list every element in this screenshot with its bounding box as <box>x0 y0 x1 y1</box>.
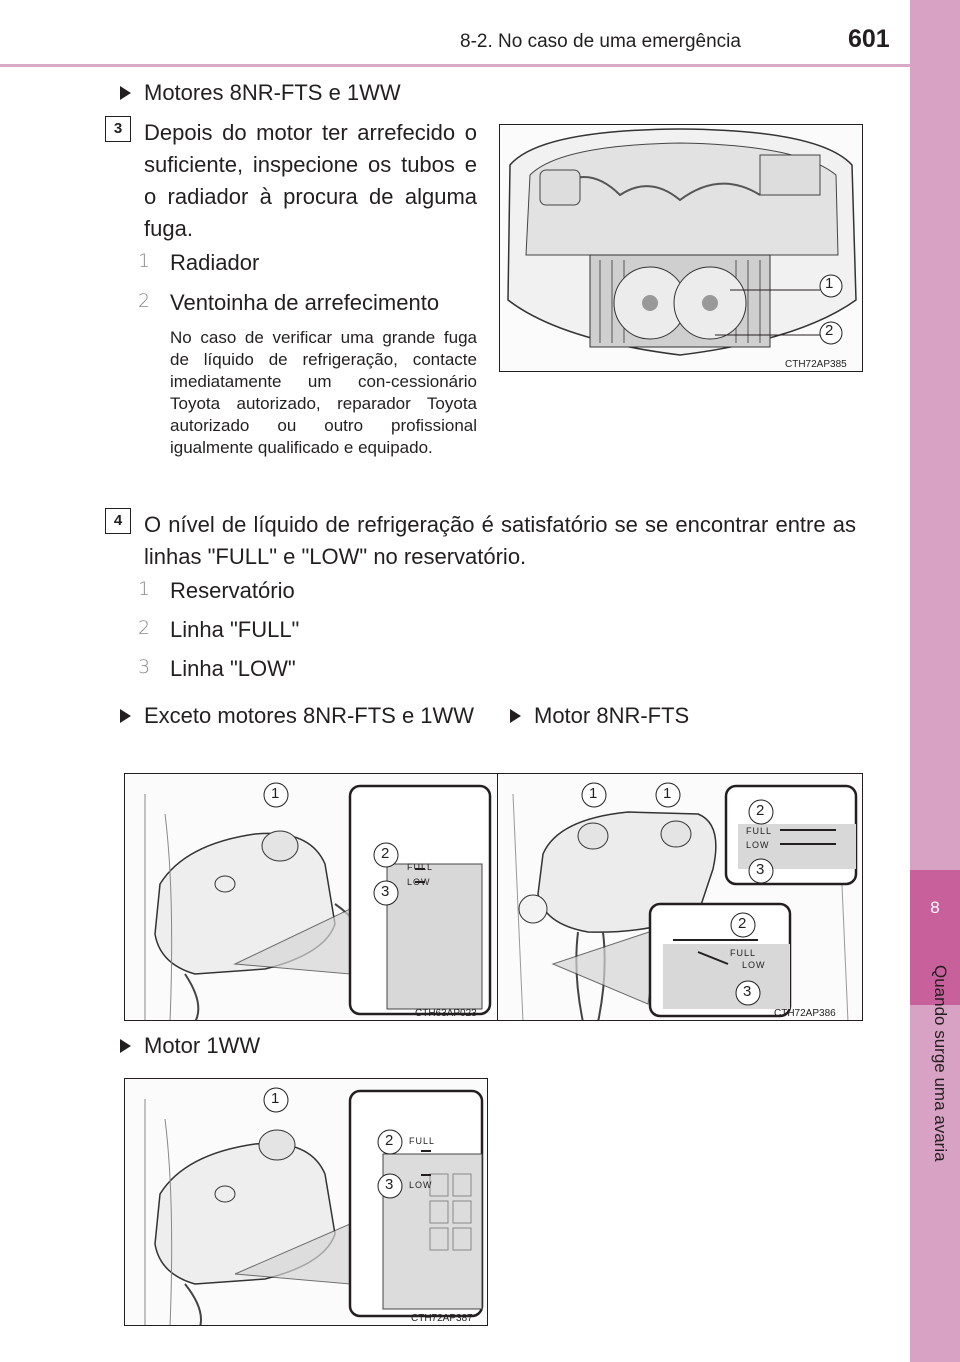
low-marking: LOW <box>742 960 766 970</box>
callout-3: 3 <box>385 1176 394 1193</box>
arrow-bullet-icon <box>510 709 521 723</box>
full-marking: FULL <box>730 948 757 958</box>
callout-2: 2 <box>756 802 765 819</box>
full-marking: FULL <box>746 826 773 836</box>
callout-2: 2 <box>381 845 390 862</box>
arrow-bullet-icon <box>120 1039 131 1053</box>
step3-text: Depois do motor ter arrefecido o suficie… <box>144 120 477 241</box>
figure-code: CTH72AP385 <box>785 359 847 370</box>
item-label-fan: Ventoinha de arrefecimento <box>170 290 440 315</box>
step-badge-4: 4 <box>105 508 131 534</box>
arrow-bullet-icon <box>120 86 131 100</box>
full-marking: FULL <box>409 1136 436 1146</box>
callout-2: 2 <box>738 915 747 932</box>
variant-title-other: Exceto motores 8NR-FTS e 1WW <box>144 703 475 728</box>
low-marking: LOW <box>409 1180 433 1190</box>
item-number: 2 <box>137 617 151 639</box>
item-number: 1 <box>137 578 151 600</box>
item-label-radiator: Radiador <box>170 250 260 275</box>
callout-2: 2 <box>385 1132 394 1149</box>
figure-code: CTH63AP023 <box>415 1008 477 1019</box>
step4-text: O nível de líquido de refrigeração é sat… <box>144 512 856 569</box>
low-marking: LOW <box>407 877 431 887</box>
chapter-number-box <box>910 870 960 1005</box>
step-badge-3: 3 <box>105 116 131 142</box>
item-number: 3 <box>137 656 151 678</box>
chapter-side-tab <box>910 0 960 1362</box>
chapter-number: 8 <box>930 898 940 917</box>
reservoir-figure-8nr: 1 1 2 3 2 3 FULL LOW FULL LOW CTH72AP386 <box>497 773 863 1021</box>
arrow-bullet-icon <box>120 709 131 723</box>
variant-title-8nr: Motor 8NR-FTS <box>534 703 690 728</box>
callout-1: 1 <box>271 1090 280 1107</box>
callout-1: 1 <box>663 785 672 802</box>
full-marking: FULL <box>407 862 434 872</box>
engine-bay-figure: 1 2 CTH72AP385 <box>499 124 863 372</box>
item-label-reservoir: Reservatório <box>170 578 295 603</box>
callout-1: 1 <box>825 275 834 292</box>
subhead-engines: Motores 8NR-FTS e 1WW <box>144 80 401 105</box>
low-marking: LOW <box>746 840 770 850</box>
item-label-full: Linha "FULL" <box>170 617 300 642</box>
callout-3: 3 <box>381 883 390 900</box>
figure-code: CTH72AP387 <box>411 1313 473 1324</box>
item-label-low: Linha "LOW" <box>170 656 296 681</box>
variant-title-1ww: Motor 1WW <box>144 1033 261 1058</box>
callout-2: 2 <box>825 322 834 339</box>
callout-3: 3 <box>756 861 765 878</box>
figure-code: CTH72AP386 <box>774 1008 836 1019</box>
item-number: 2 <box>137 290 151 312</box>
header-rule <box>0 64 910 67</box>
callout-1: 1 <box>589 785 598 802</box>
callout-1: 1 <box>271 785 280 802</box>
callout-3: 3 <box>743 983 752 1000</box>
section-title: 8-2. No caso de uma emergência <box>460 31 741 52</box>
chapter-label: Quando surge uma avaria <box>931 965 950 1162</box>
page-number: 601 <box>848 25 890 53</box>
item-number: 1 <box>137 250 151 272</box>
step3-note: No caso de verificar uma grande fuga de … <box>170 328 477 457</box>
reservoir-figure-1ww: 1 2 3 FULL LOW CTH72AP387 <box>124 1078 488 1326</box>
reservoir-figure-other: 1 2 3 FULL LOW CTH63AP023 <box>124 773 498 1021</box>
